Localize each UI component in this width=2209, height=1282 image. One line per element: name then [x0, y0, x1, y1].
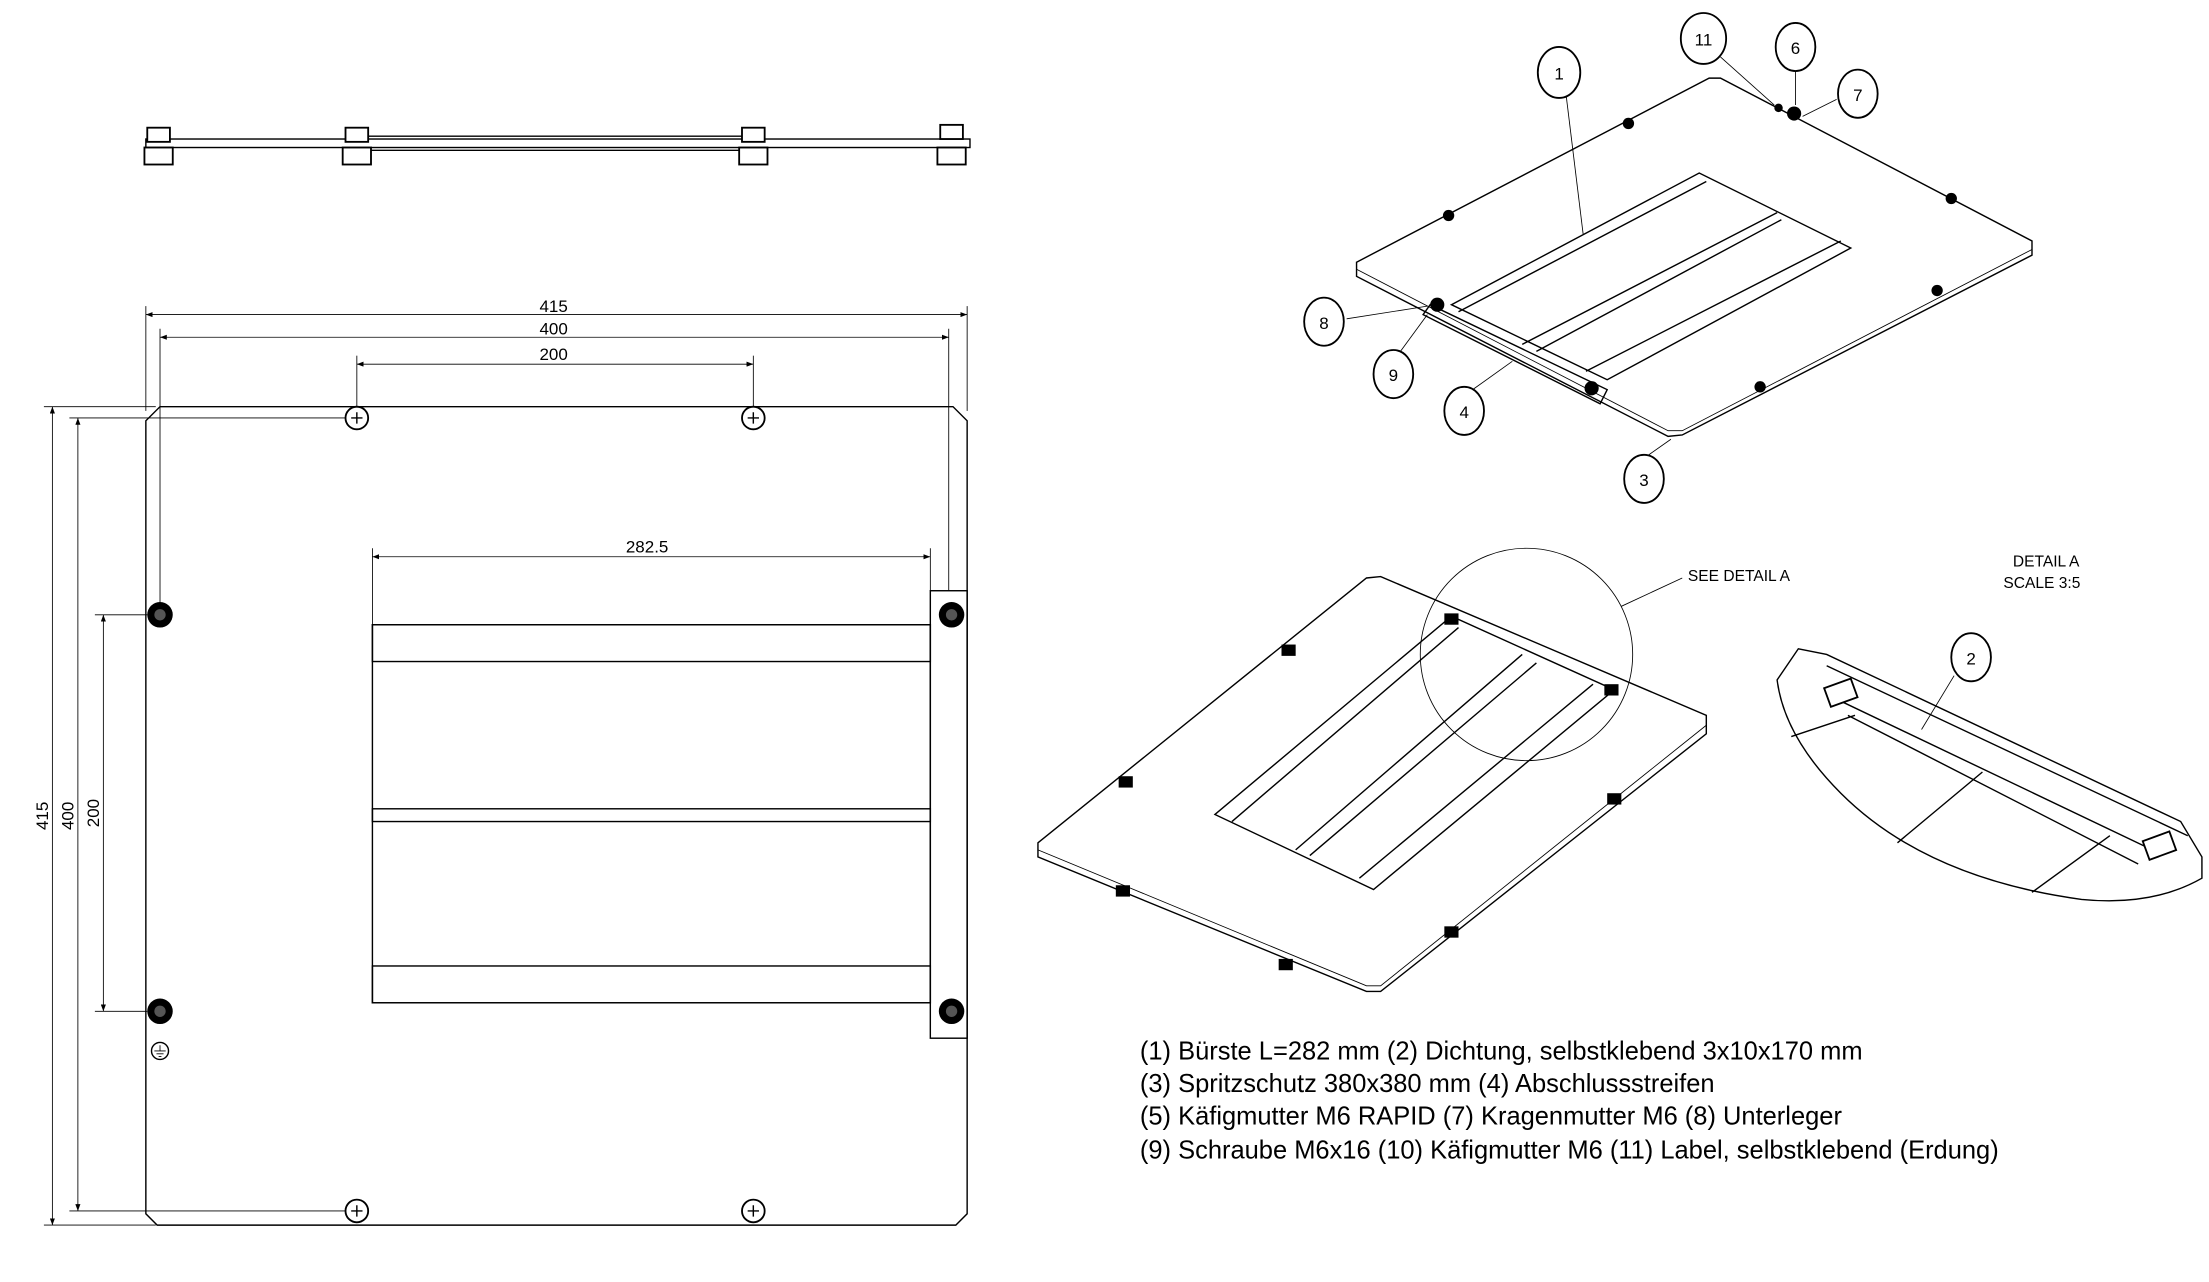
- detail-a-view: DETAIL A SCALE 3:5: [1776, 554, 2203, 902]
- balloon-3: 3: [1623, 453, 1665, 504]
- see-detail-callout: SEE DETAIL A: [1688, 568, 1791, 585]
- parts-legend: (1) Bürste L=282 mm (2) Dichtung, selbst…: [1140, 1037, 1999, 1164]
- balloon-11: 11: [1679, 12, 1728, 65]
- detail-scale: SCALE 3:5: [2003, 575, 2080, 592]
- dim-width-415: 415: [539, 297, 567, 316]
- legend-line: (9) Schraube M6x16 (10) Käfigmutter M6 (…: [1140, 1137, 1999, 1165]
- dim-width-200: 200: [539, 345, 567, 364]
- svg-text:4: 4: [1459, 403, 1468, 422]
- dim-height-400: 400: [59, 802, 78, 830]
- isometric-view-assembled: SEE DETAIL A: [1037, 547, 1791, 993]
- balloon-1: 1: [1536, 46, 1582, 99]
- balloon-6: 6: [1774, 21, 1817, 72]
- svg-text:8: 8: [1319, 314, 1328, 333]
- balloon-7: 7: [1837, 68, 1879, 119]
- grommet-icon: [147, 602, 965, 1025]
- balloon-8: 8: [1303, 296, 1345, 347]
- front-view: 415 400 200 282.5 415 400 200: [33, 297, 968, 1226]
- svg-text:11: 11: [1695, 31, 1713, 50]
- ground-symbol-icon: [150, 1041, 170, 1061]
- balloon-2: 2: [1950, 632, 1992, 683]
- svg-text:3: 3: [1639, 471, 1648, 490]
- balloon-4: 4: [1443, 385, 1485, 436]
- svg-text:6: 6: [1791, 39, 1800, 58]
- legend-line: (5) Käfigmutter M6 RAPID (7) Kragenmutte…: [1140, 1103, 1843, 1131]
- legend-line: (3) Spritzschutz 380x380 mm (4) Abschlus…: [1140, 1070, 1715, 1098]
- top-bracket: [143, 123, 967, 166]
- svg-text:9: 9: [1389, 366, 1398, 385]
- screw-icon: [344, 405, 766, 1224]
- svg-text:2: 2: [1966, 649, 1975, 668]
- svg-text:1: 1: [1554, 65, 1563, 84]
- item-balloons: 1 11 6 7 8 9 4 3 2: [1303, 12, 1992, 683]
- top-view: [143, 123, 971, 166]
- detail-title: DETAIL A: [2013, 554, 2080, 571]
- balloon-9: 9: [1372, 349, 1415, 400]
- dim-brush-width: 282.5: [626, 537, 669, 556]
- legend-line: (1) Bürste L=282 mm (2) Dichtung, selbst…: [1140, 1037, 1863, 1065]
- dim-width-400: 400: [539, 319, 567, 338]
- dim-height-415: 415: [33, 802, 52, 830]
- svg-text:7: 7: [1853, 86, 1862, 105]
- isometric-view-exploded: [1346, 56, 2033, 457]
- dim-height-200: 200: [84, 799, 103, 827]
